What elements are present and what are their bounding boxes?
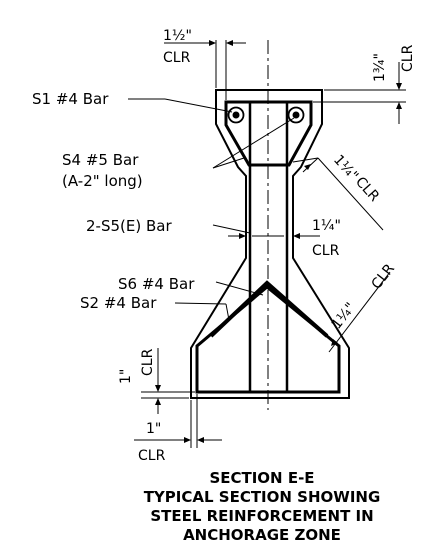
dim-web-value: 1¼" [312, 218, 341, 234]
top-flange-stirrup [224, 100, 313, 167]
title-line1: SECTION E-E [209, 469, 314, 487]
strand-left [227, 106, 245, 124]
s6-chevron-bar [209, 280, 329, 338]
dim-top-right-note: CLR [400, 44, 416, 72]
strand-right [287, 106, 305, 124]
s6-leader [215, 281, 264, 296]
s5-leader [212, 224, 251, 234]
label-s4-line2: (A-2" long) [62, 172, 143, 190]
label-s2: S2 #4 Bar [80, 294, 157, 312]
concrete-outline [190, 89, 350, 399]
dim-top-left-note: CLR [163, 50, 191, 66]
dim-web-note: CLR [312, 243, 340, 259]
title-line3: STEEL REINFORCEMENT IN [150, 507, 373, 525]
dim-diag-lower-value: 1¼" [329, 300, 359, 333]
dim-bottom-horizontal-note: CLR [138, 448, 166, 464]
dim-diag-lower-note: CLR [369, 261, 399, 293]
label-s5: 2-S5(E) Bar [86, 217, 172, 235]
s1-leader-diag [164, 98, 233, 113]
s2-leader [174, 302, 227, 305]
label-s1: S1 #4 Bar [32, 90, 109, 108]
dim-top-left-value: 1½" [163, 28, 192, 44]
s4-leader-b [212, 157, 245, 169]
dim-bottom-vertical-value: 1" [118, 369, 134, 384]
s2-leader-diag [225, 303, 230, 321]
title-line4: ANCHORAGE ZONE [183, 526, 341, 544]
bottom-flange-stirrup [195, 285, 341, 394]
dim-bottom-horizontal-value: 1" [146, 421, 161, 437]
title-line2: TYPICAL SECTION SHOWING [144, 488, 381, 506]
label-s4-line1: S4 #5 Bar [62, 151, 139, 169]
dim-top-right-value: 1¾" [372, 53, 388, 82]
dim-bottom-vertical-note: CLR [140, 348, 156, 376]
label-s6: S6 #4 Bar [118, 275, 195, 293]
s4-leader-a [212, 117, 295, 169]
